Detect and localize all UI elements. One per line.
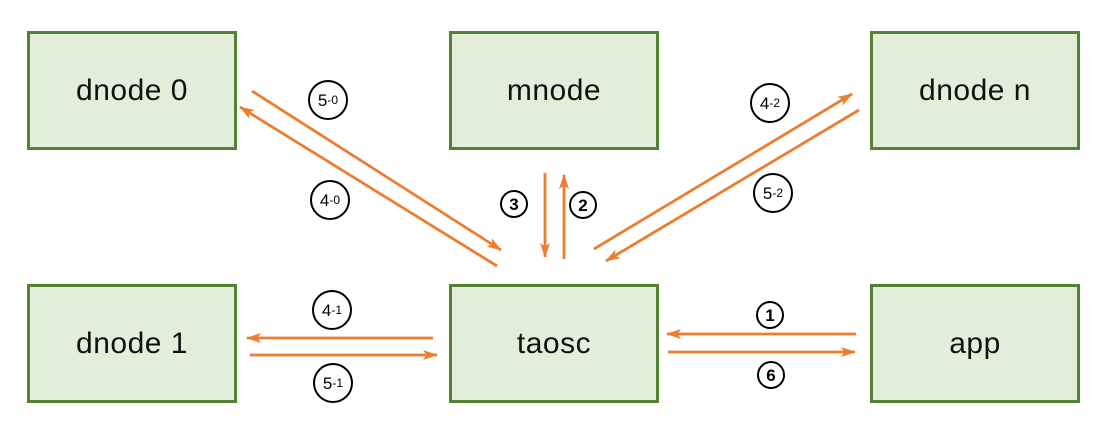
step-num: 4	[321, 300, 332, 320]
node-app: app	[870, 284, 1080, 403]
step-suffix: -0	[327, 93, 339, 107]
step-suffix: -2	[772, 186, 784, 200]
step-num: 4	[759, 93, 770, 113]
step-badge-5-1: 5-1	[313, 363, 353, 403]
arrow-dnode0-to-taosc	[251, 89, 502, 252]
step-badge-5-2: 5-2	[753, 173, 793, 213]
step-num: 4	[319, 190, 330, 210]
node-mnode: mnode	[449, 31, 659, 150]
node-dnode-0-label: dnode 0	[76, 73, 188, 107]
step-badge-4-0: 4-0	[310, 180, 350, 220]
step-badge-4-1: 4-1	[312, 290, 352, 330]
step-num: 3	[509, 194, 519, 214]
step-num: 5	[322, 373, 333, 393]
arrow-dnoden-to-taosc	[605, 108, 860, 263]
node-dnode-n: dnode n	[870, 31, 1080, 150]
step-suffix: -2	[769, 96, 781, 110]
step-badge-4-2: 4-2	[750, 83, 790, 123]
node-dnode-1: dnode 1	[27, 284, 237, 403]
step-badge-3: 3	[500, 190, 528, 218]
arrow-taosc-to-dnoden	[593, 92, 853, 251]
step-num: 5	[762, 183, 773, 203]
node-taosc-label: taosc	[516, 326, 592, 360]
step-suffix: -1	[332, 376, 344, 390]
node-app-label: app	[949, 326, 1001, 360]
node-dnode-1-label: dnode 1	[76, 326, 188, 360]
arrow-taosc-to-dnode0	[239, 105, 498, 268]
node-mnode-label: mnode	[506, 73, 602, 107]
step-num: 5	[317, 90, 328, 110]
step-num: 6	[766, 365, 776, 385]
step-num: 2	[578, 195, 588, 215]
step-badge-1: 1	[756, 301, 784, 329]
step-suffix: -1	[331, 303, 343, 317]
step-suffix: -0	[329, 193, 341, 207]
step-badge-6: 6	[757, 361, 785, 389]
node-dnode-0: dnode 0	[27, 31, 237, 150]
step-badge-5-0: 5-0	[308, 80, 348, 120]
step-badge-2: 2	[569, 191, 597, 219]
step-num: 1	[765, 305, 775, 325]
node-dnode-n-label: dnode n	[919, 73, 1031, 107]
node-taosc: taosc	[449, 284, 659, 403]
